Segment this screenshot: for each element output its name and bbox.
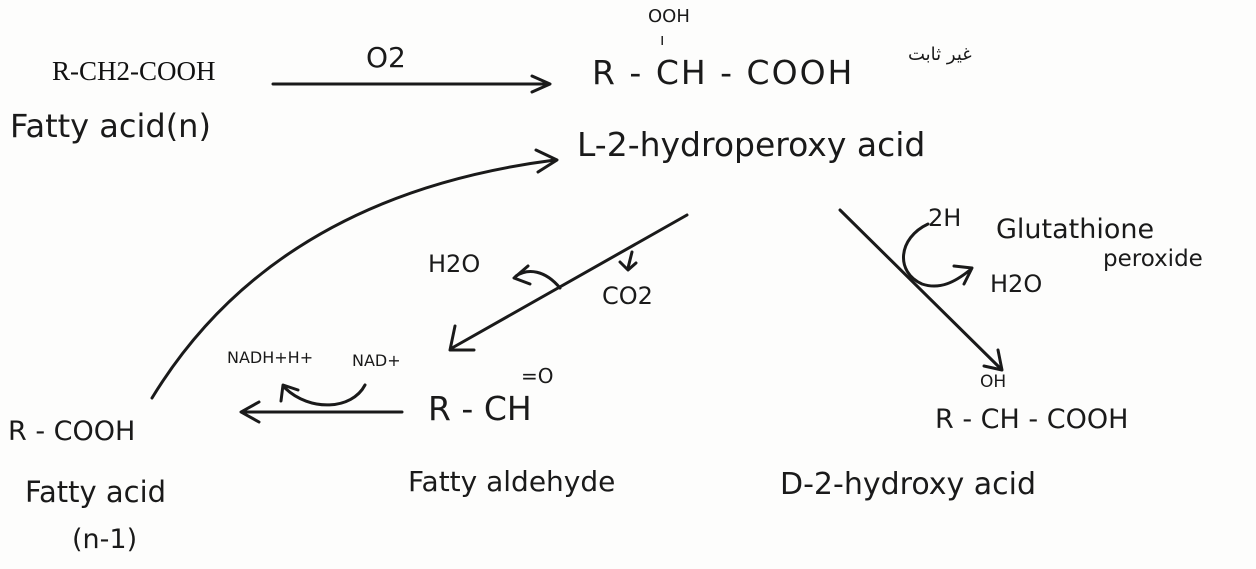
arrow-glutathione — [902, 222, 972, 288]
product-acid-name: Fatty acid — [25, 475, 167, 509]
hydroperoxy-note: غير ثابت — [908, 44, 972, 65]
water-right: H2O — [990, 270, 1043, 298]
hydroxy-substituent: OH — [980, 372, 1007, 392]
hydroxy-product-name: D-2-hydroxy acid — [780, 467, 1037, 502]
substrate-formula: R-CH2-COOH — [52, 56, 216, 86]
hydroperoxy-bond-tick: ı — [660, 30, 665, 49]
enzyme-name-line2: peroxide — [1103, 246, 1203, 272]
enzyme-name-line1: Glutathione — [996, 214, 1155, 245]
nadh-label: NADH+H+ — [227, 348, 314, 367]
aldehyde-formula: R - CH — [428, 389, 532, 428]
oxygen-reagent: O2 — [366, 41, 406, 74]
arrow-co2-release — [626, 250, 634, 270]
nad-label: NAD+ — [352, 351, 401, 370]
arrow-nad-reduction — [283, 383, 367, 407]
reductant-label: 2H — [928, 204, 962, 232]
arrowhead-nad-reduction — [279, 383, 300, 403]
arrow-recycle — [150, 158, 557, 400]
aldehyde-name: Fatty aldehyde — [408, 465, 616, 498]
water-left: H2O — [428, 250, 481, 278]
substrate-name: Fatty acid(n) — [10, 107, 211, 145]
carbon-dioxide: CO2 — [602, 282, 653, 310]
product-acid-chain: (n-1) — [72, 524, 138, 555]
hydroperoxy-name: L-2-hydroperoxy acid — [577, 125, 926, 164]
arrowhead-glutathione — [952, 264, 974, 286]
arrowhead-co2-release — [618, 260, 638, 272]
arrowhead-recycle — [534, 148, 559, 174]
arrowhead-decarboxylation — [448, 324, 476, 352]
arrow-reduction — [838, 208, 1002, 370]
arrow-decarboxylation — [450, 213, 689, 350]
arrowhead-reduction — [982, 348, 1004, 372]
hydroperoxy-formula: R - CH - COOH — [592, 53, 855, 92]
aldehyde-carbonyl: =O — [521, 364, 554, 388]
hydroxy-product-formula: R - CH - COOH — [935, 404, 1129, 435]
arrowhead-aldehyde-oxidation — [239, 400, 261, 424]
arrowhead-oxidation — [530, 74, 552, 94]
hydroperoxy-substituent: OOH — [648, 6, 690, 27]
product-acid-formula: R - COOH — [8, 416, 136, 447]
arrowhead-water-release — [512, 264, 532, 286]
